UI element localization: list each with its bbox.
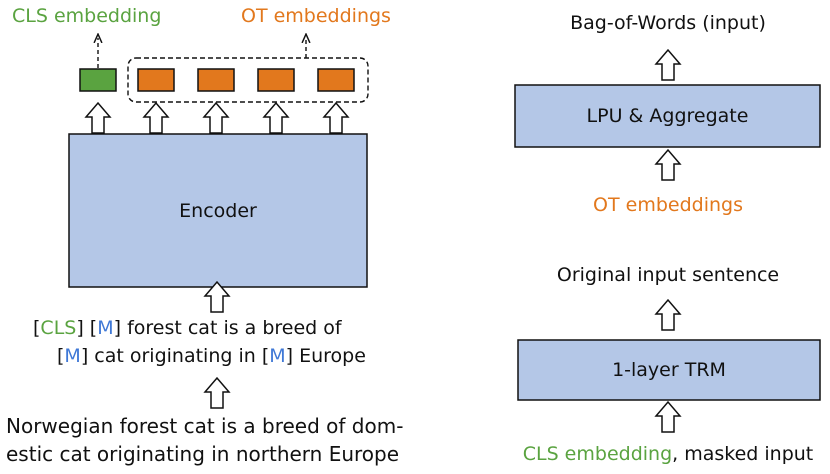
cls-token: CLS bbox=[40, 317, 77, 339]
trm-input-label: CLS embedding, masked input bbox=[523, 442, 814, 466]
cls-embedding-label: CLS embedding bbox=[12, 5, 162, 27]
ot-embedding-block bbox=[197, 68, 235, 92]
up-arrow bbox=[322, 101, 350, 134]
up-arrow bbox=[654, 148, 682, 181]
masked-text-rest: forest cat is a breed of bbox=[127, 317, 342, 339]
cls-embedding-label-right: CLS embedding bbox=[522, 443, 673, 465]
mask-token: M bbox=[97, 317, 114, 339]
lpu-aggregate-box bbox=[514, 84, 821, 148]
up-arrow bbox=[203, 376, 231, 409]
encoder-box bbox=[68, 133, 368, 288]
up-arrow bbox=[142, 101, 170, 134]
mask-token: M bbox=[269, 345, 286, 367]
original-sentence-label: Original input sentence bbox=[556, 264, 780, 286]
encoder-label: Encoder bbox=[179, 200, 257, 222]
up-arrow bbox=[202, 101, 230, 134]
up-arrow bbox=[654, 400, 682, 433]
masked-text-line1: [CLS] [M] forest cat is a breed of bbox=[33, 317, 342, 339]
ot-embeddings-label-right: OT embeddings bbox=[593, 194, 743, 216]
ot-embedding-block bbox=[257, 68, 295, 92]
up-arrow bbox=[84, 101, 112, 134]
trm-box bbox=[517, 339, 821, 401]
masked-text-line2: [M] cat originating in [M] Europe bbox=[57, 345, 366, 367]
up-arrow bbox=[654, 298, 682, 331]
input-sentence-line1: Norwegian forest cat is a breed of dom- bbox=[6, 414, 404, 438]
up-arrow bbox=[262, 101, 290, 134]
ot-embedding-block bbox=[137, 68, 175, 92]
masked-input-label: , masked input bbox=[672, 443, 814, 465]
ot-embeddings-label: OT embeddings bbox=[241, 5, 391, 27]
ot-group-box bbox=[127, 57, 369, 103]
up-arrow bbox=[654, 48, 682, 81]
trm-label: 1-layer TRM bbox=[612, 359, 726, 381]
input-sentence-line2: estic cat originating in northern Europe bbox=[6, 442, 400, 466]
lpu-aggregate-label: LPU & Aggregate bbox=[586, 105, 749, 127]
cls-embedding-block bbox=[79, 68, 117, 92]
ot-embedding-block bbox=[317, 68, 355, 92]
up-arrow bbox=[203, 280, 231, 313]
bag-of-words-label: Bag-of-Words (input) bbox=[570, 12, 766, 34]
masked-text-end: Europe bbox=[299, 345, 366, 367]
masked-text-mid: cat originating in bbox=[94, 345, 256, 367]
mask-token: M bbox=[64, 345, 81, 367]
